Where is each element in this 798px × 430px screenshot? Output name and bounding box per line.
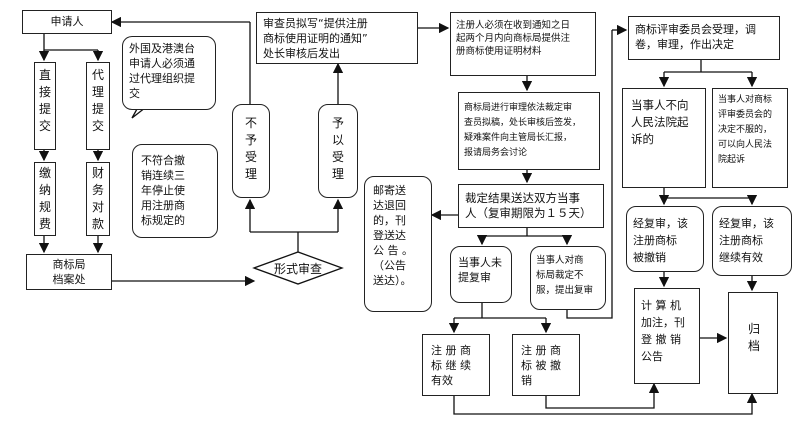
no-review-text: 当事人未 提复审 [458, 255, 510, 285]
not-meet-condition-text: 不符合撤 销连续三 年停止使 用注册商 标规定的 [141, 153, 213, 228]
registrant-proof-box: 注册人必须在收到通知之日 起两个月内向商标局提供注 册商标使用证明材料 [450, 12, 596, 76]
disagree-review-text: 当事人对商 标局裁定不 服，提出复审 [536, 253, 604, 298]
mark-valid-box: 注 册 商 标 继 续 有效 [422, 334, 490, 396]
mail-notice-text: 邮寄送 达退回 的，刊 登送达 公 告 。 （公告 送达）。 [373, 183, 429, 288]
pay-fee-label: 缴 纳 规 费 [38, 165, 52, 233]
file-away-label: 归 档 [747, 321, 761, 355]
examiner-notice-box: 审查员拟写“提供注册 商标使用证明的通知” 处长审核后发出 [256, 12, 418, 64]
no-suit-text: 当事人不向 人民法院起 诉的 [631, 97, 703, 148]
after-review-valid-box: 经复审，该 注册商标 继续有效 [712, 206, 792, 276]
disagree-review-box: 当事人对商 标局裁定不 服，提出复审 [530, 246, 606, 310]
accept-label: 予 以 受 理 [331, 115, 345, 183]
computer-notice-text: 计 算 机 加注，刊 登 撤 销 公告 [641, 297, 699, 365]
mark-revoked-text: 注 册 商 标 被 撤 销 [521, 343, 577, 388]
mark-revoked-box: 注 册 商 标 被 撤 销 [512, 334, 580, 396]
ruling-delivery-text: 裁定结果送达双方当事 人（复审期限为１５天） [465, 191, 603, 221]
formal-review-label: 形式审查 [262, 262, 334, 277]
agent-submit-box: 代 理 提 交 [86, 62, 110, 150]
agent-submit-label: 代 理 提 交 [91, 67, 105, 135]
no-suit-box: 当事人不向 人民法院起 诉的 [622, 88, 706, 188]
suit-box: 当事人对商标 评审委员会的 决定不服的， 可以向人民法 院起诉 [712, 88, 788, 188]
finance-check-box: 财 务 对 款 [86, 162, 110, 236]
foreign-applicant-note: 外国及港澳台 申请人必须通 过代理组织提 交 [122, 36, 216, 110]
registrant-proof-text: 注册人必须在收到通知之日 起两个月内向商标局提供注 册商标使用证明材料 [456, 19, 594, 58]
ruling-delivery-box: 裁定结果送达双方当事 人（复审期限为１５天） [458, 184, 604, 228]
after-review-valid-text: 经复审，该 注册商标 继续有效 [719, 215, 789, 266]
trab-accept-box: 商标评审委员会受理，调 卷，审理，作出决定 [628, 16, 780, 60]
file-away-box: 归 档 [728, 292, 778, 394]
computer-notice-box: 计 算 机 加注，刊 登 撤 销 公告 [634, 288, 700, 384]
pay-fee-box: 缴 纳 规 费 [34, 162, 56, 236]
bureau-review-box: 商标局进行审理依法裁定审 查员拟稿，处长审核后签发， 疑难案件向主管局长汇报， … [458, 92, 600, 170]
direct-submit-label: 直 接 提 交 [38, 67, 52, 135]
applicant-label: 申请人 [51, 15, 84, 28]
bureau-review-text: 商标局进行审理依法裁定审 查员拟稿，处长审核后签发， 疑难案件向主管局长汇报， … [464, 101, 598, 161]
applicant-box: 申请人 [22, 10, 112, 34]
direct-submit-box: 直 接 提 交 [34, 62, 56, 150]
suit-text: 当事人对商标 评审委员会的 决定不服的， 可以向人民法 院起诉 [718, 93, 786, 168]
accept-box: 予 以 受 理 [318, 104, 358, 198]
not-meet-condition-box: 不符合撤 销连续三 年停止使 用注册商 标规定的 [132, 144, 218, 238]
after-review-revoked-box: 经复审，该 注册商标 被撤销 [626, 206, 704, 272]
mail-notice-box: 邮寄送 达退回 的，刊 登送达 公 告 。 （公告 送达）。 [364, 176, 432, 312]
reject-box: 不 予 受 理 [232, 104, 270, 198]
mark-valid-text: 注 册 商 标 继 续 有效 [431, 343, 487, 388]
foreign-applicant-note-text: 外国及港澳台 申请人必须通 过代理组织提 交 [129, 41, 213, 101]
finance-check-label: 财 务 对 款 [91, 165, 105, 233]
after-review-revoked-text: 经复审，该 注册商标 被撤销 [633, 215, 701, 266]
trab-accept-text: 商标评审委员会受理，调 卷，审理，作出决定 [635, 22, 779, 52]
archive-office-box: 商标局 档案处 [26, 254, 112, 290]
archive-office-label: 商标局 档案处 [27, 257, 111, 287]
examiner-notice-text: 审查员拟写“提供注册 商标使用证明的通知” 处长审核后发出 [263, 16, 417, 61]
reject-label: 不 予 受 理 [244, 115, 258, 183]
no-review-box: 当事人未 提复审 [450, 246, 512, 303]
